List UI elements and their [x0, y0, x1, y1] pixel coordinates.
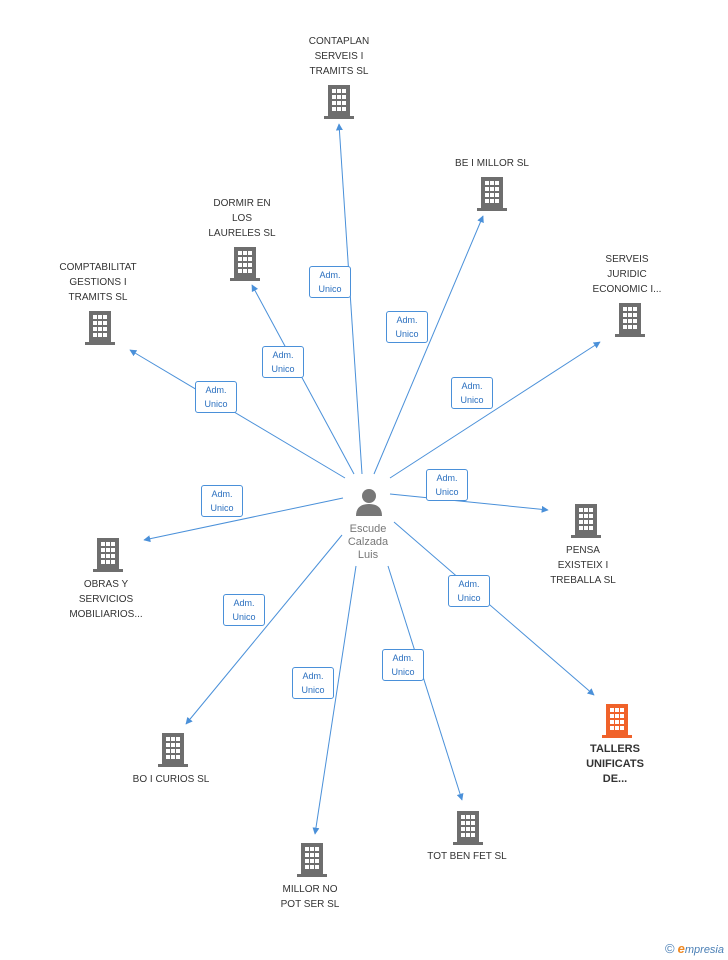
company-name-beimillor[interactable]: BE I MILLOR SL [455, 158, 529, 169]
edge-dormir [251, 284, 355, 475]
person-icon [356, 489, 382, 516]
company-name-dormir[interactable]: DORMIR EN LOS LAURELES SL [208, 198, 276, 239]
building-icon[interactable] [615, 303, 645, 337]
company-name-serveis[interactable]: SERVEIS JURIDIC ECONOMIC I... [592, 254, 662, 295]
role-badge-pensa: Adm. Unico [426, 469, 468, 501]
footer-brand: © empresia [665, 941, 724, 956]
edge-beimillor [373, 215, 484, 475]
company-name-tallers[interactable]: TALLERS UNIFICATS DE... [586, 743, 644, 785]
company-name-bocurios[interactable]: BO I CURIOS SL [132, 774, 210, 785]
company-name-pensa[interactable]: PENSA EXISTEIX I TREBALLA SL [550, 545, 616, 586]
center-person-name[interactable]: Escude Calzada Luis [347, 523, 389, 561]
building-icon[interactable] [158, 733, 188, 767]
brand-logo: empresia [677, 941, 724, 956]
building-icon[interactable] [324, 85, 354, 119]
role-badge-dormir: Adm. Unico [262, 346, 304, 378]
edge-tallers [393, 521, 595, 696]
company-name-obras[interactable]: OBRAS Y SERVICIOS MOBILIARIOS... [69, 579, 143, 620]
role-badge-obras: Adm. Unico [201, 485, 243, 517]
edge-millorno [312, 565, 357, 835]
role-badge-comptabilitat: Adm. Unico [195, 381, 237, 413]
role-badge-bocurios: Adm. Unico [223, 594, 265, 626]
role-badge-contaplan: Adm. Unico [309, 266, 351, 298]
edge-contaplan [335, 123, 363, 475]
role-badge-beimillor: Adm. Unico [386, 311, 428, 343]
edge-totbenfet [387, 565, 464, 801]
role-badge-tallers: Adm. Unico [448, 575, 490, 607]
building-icon[interactable] [93, 538, 123, 572]
building-icon[interactable] [477, 177, 507, 211]
company-name-millorno[interactable]: MILLOR NO POT SER SL [280, 884, 340, 910]
building-icon[interactable] [602, 704, 632, 738]
role-badge-millorno: Adm. Unico [292, 667, 334, 699]
company-name-comptabilitat[interactable]: COMPTABILITAT GESTIONS I TRAMITS SL [59, 262, 137, 303]
building-icon[interactable] [571, 504, 601, 538]
role-badge-totbenfet: Adm. Unico [382, 649, 424, 681]
edge-pensa [389, 493, 549, 513]
building-icon[interactable] [297, 843, 327, 877]
building-icon[interactable] [453, 811, 483, 845]
edge-serveis [389, 341, 601, 479]
copyright-icon: © [665, 941, 675, 956]
company-name-contaplan[interactable]: CONTAPLAN SERVEIS I TRAMITS SL [308, 36, 370, 77]
edge-comptabilitat [129, 349, 346, 479]
role-badge-serveis: Adm. Unico [451, 377, 493, 409]
edge-bocurios [185, 534, 343, 725]
company-name-totbenfet[interactable]: TOT BEN FET SL [427, 851, 507, 862]
edges-layer [129, 123, 601, 835]
building-icon[interactable] [85, 311, 115, 345]
building-icon[interactable] [230, 247, 260, 281]
edge-obras [143, 497, 344, 543]
